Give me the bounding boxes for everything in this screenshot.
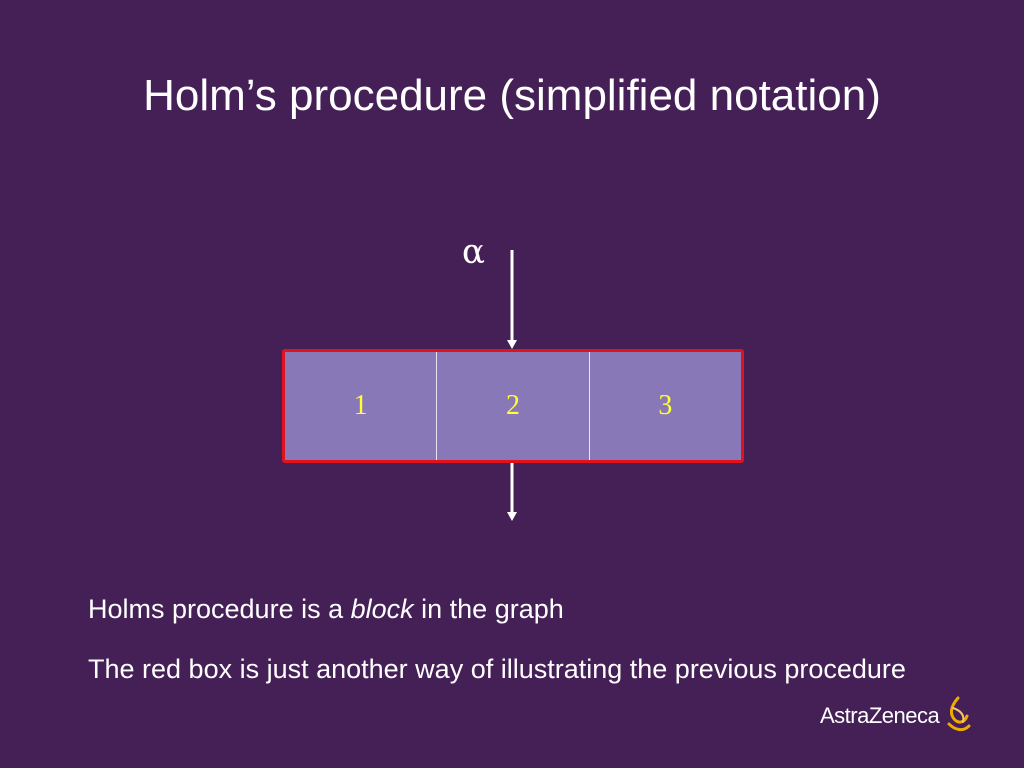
holm-block-box: 1 2 3	[282, 349, 744, 463]
block-cell-1: 1	[353, 390, 368, 421]
output-arrow	[507, 463, 517, 521]
body-text-line-1: Holms procedure is a block in the graph	[88, 590, 988, 628]
astrazeneca-logo-icon	[947, 696, 971, 732]
slide-title: Holm’s procedure (simplified notation)	[143, 71, 881, 120]
alpha-label: α	[462, 232, 485, 272]
input-arrow	[507, 250, 517, 349]
block-cell-3: 3	[588, 352, 741, 460]
block-cell-2: 2	[436, 352, 588, 460]
body-text-line-2: The red box is just another way of illus…	[88, 654, 906, 684]
body-text-emphasis: block	[350, 594, 414, 624]
astrazeneca-logo: AstraZeneca	[820, 696, 973, 736]
body-text-line-1-start: Holms procedure is a	[88, 594, 351, 624]
body-text-line-1-end: in the graph	[413, 594, 564, 624]
logo-text: AstraZeneca	[820, 703, 940, 728]
